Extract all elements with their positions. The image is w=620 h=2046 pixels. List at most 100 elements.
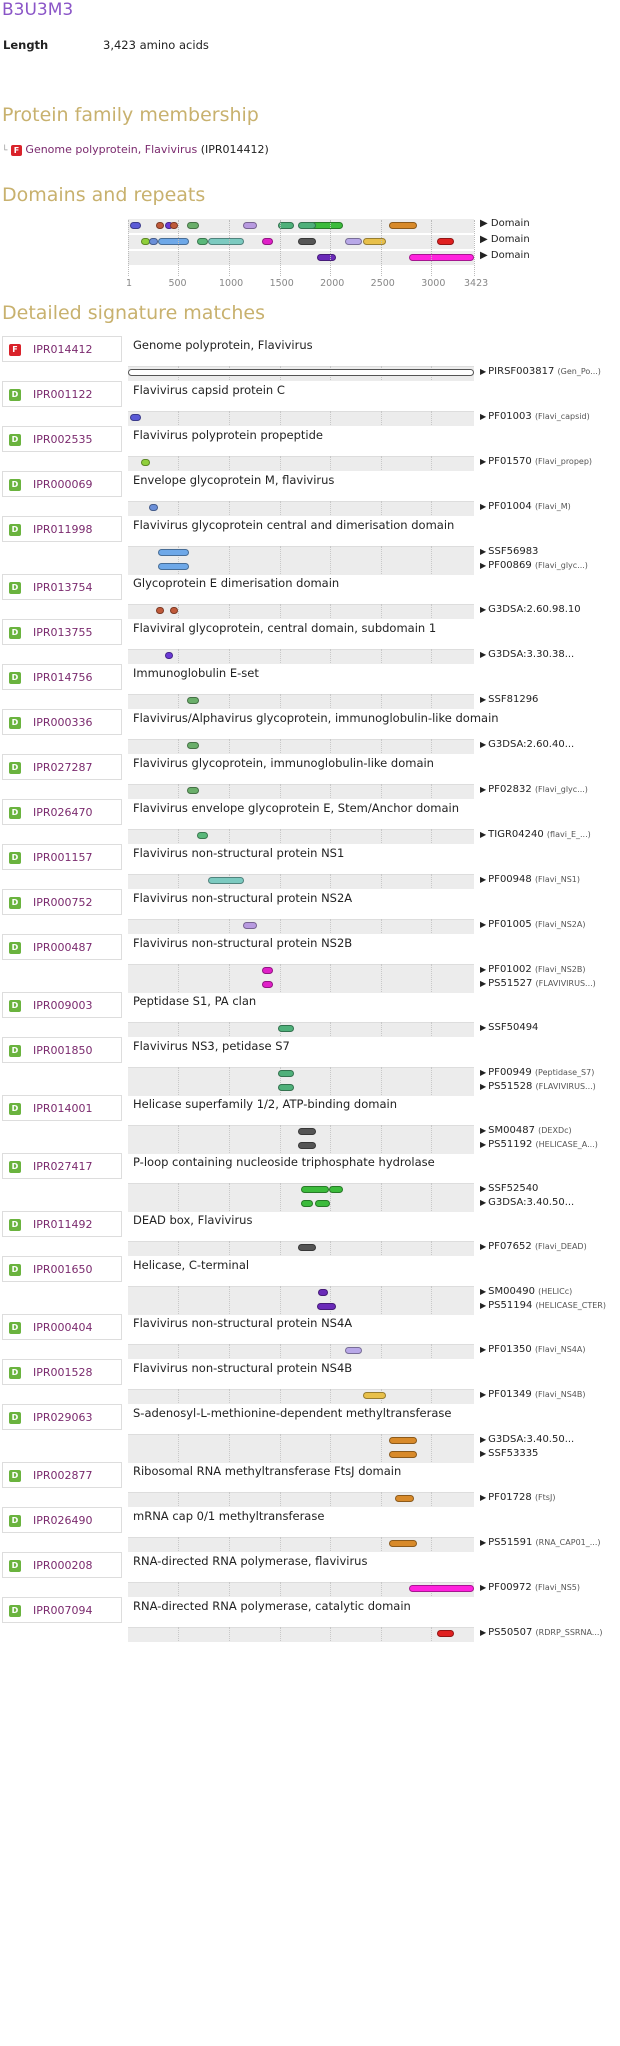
match-segment[interactable] [300, 1200, 313, 1207]
entry-id-link[interactable]: IPR011998 [33, 523, 93, 536]
match-segment[interactable] [408, 1585, 474, 1592]
match-segment[interactable] [157, 549, 189, 556]
entry-id-link[interactable]: IPR000404 [33, 1321, 93, 1334]
signature-accession[interactable]: G3DSA:3.30.38... [488, 649, 575, 660]
match-segment[interactable] [317, 1289, 329, 1296]
signature-label[interactable]: ▶PF00948 (Flavi_NS1) [480, 874, 580, 885]
overview-domain-segment[interactable] [408, 254, 474, 261]
entry-id-link[interactable]: IPR026490 [33, 1514, 93, 1527]
signature-label[interactable]: ▶TIGR04240 (flavi_E_...) [480, 829, 591, 840]
signature-label[interactable]: ▶SM00487 (DEXDc) [480, 1125, 572, 1136]
signature-accession[interactable]: SM00487 [488, 1125, 535, 1136]
signature-accession[interactable]: PF00869 [488, 560, 532, 571]
signature-accession[interactable]: PS50507 [488, 1627, 533, 1638]
overview-domain-segment[interactable] [186, 222, 199, 229]
overview-domain-segment[interactable] [388, 222, 418, 229]
signature-label[interactable]: ▶PS51591 (RNA_CAP01_...) [480, 1537, 601, 1548]
signature-label[interactable]: ▶PF01003 (Flavi_capsid) [480, 411, 590, 422]
match-segment[interactable] [394, 1495, 415, 1502]
overview-domain-segment[interactable] [149, 238, 159, 245]
match-segment[interactable] [164, 652, 174, 659]
entry-id-link[interactable]: IPR001850 [33, 1044, 93, 1057]
signature-label[interactable]: ▶PS51192 (HELICASE_A...) [480, 1139, 598, 1150]
signature-accession[interactable]: SM00490 [488, 1286, 535, 1297]
entry-id-link[interactable]: IPR000752 [33, 896, 93, 909]
match-segment[interactable] [262, 981, 274, 988]
signature-accession[interactable]: PF01004 [488, 501, 532, 512]
signature-accession[interactable]: PF00948 [488, 874, 532, 885]
match-segment[interactable] [186, 697, 199, 704]
signature-label[interactable]: ▶SM00490 (HELICc) [480, 1286, 572, 1297]
signature-label[interactable]: ▶G3DSA:2.60.98.10 [480, 604, 581, 615]
match-segment[interactable] [140, 459, 150, 466]
signature-accession[interactable]: PF01349 [488, 1389, 532, 1400]
overview-domain-segment[interactable] [363, 238, 386, 245]
entry-id-link[interactable]: IPR001528 [33, 1366, 93, 1379]
signature-accession[interactable]: PF00949 [488, 1067, 532, 1078]
entry-id-link[interactable]: IPR002877 [33, 1469, 93, 1482]
signature-label[interactable]: ▶SSF52540 [480, 1183, 538, 1194]
overview-domain-segment[interactable] [169, 222, 179, 229]
match-segment[interactable] [169, 607, 179, 614]
signature-label[interactable]: ▶PS51527 (FLAVIVIRUS...) [480, 978, 596, 989]
entry-id-link[interactable]: IPR026470 [33, 806, 93, 819]
signature-label[interactable]: ▶PF01349 (Flavi_NS4B) [480, 1389, 586, 1400]
match-segment[interactable] [277, 1025, 294, 1032]
signature-label[interactable]: ▶PF07652 (Flavi_DEAD) [480, 1241, 587, 1252]
entry-id-link[interactable]: IPR000487 [33, 941, 93, 954]
match-segment[interactable] [297, 1142, 316, 1149]
signature-accession[interactable]: PF01003 [488, 411, 532, 422]
signature-accession[interactable]: PS51194 [488, 1300, 533, 1311]
overview-domain-segment[interactable] [243, 222, 258, 229]
match-segment[interactable] [262, 967, 274, 974]
signature-label[interactable]: ▶SSF53335 [480, 1448, 538, 1459]
match-segment[interactable] [207, 877, 245, 884]
signature-accession[interactable]: G3DSA:3.40.50... [488, 1434, 575, 1445]
signature-accession[interactable]: PF01728 [488, 1492, 532, 1503]
entry-id-link[interactable]: IPR002535 [33, 433, 93, 446]
entry-id-link[interactable]: IPR014756 [33, 671, 93, 684]
signature-label[interactable]: ▶PS51194 (HELICASE_CTER) [480, 1300, 606, 1311]
match-segment[interactable] [149, 504, 159, 511]
signature-accession[interactable]: PF01002 [488, 964, 532, 975]
signature-accession[interactable]: PIRSF003817 [488, 366, 555, 377]
signature-label[interactable]: ▶PF01005 (Flavi_NS2A) [480, 919, 586, 930]
signature-label[interactable]: ▶PS50507 (RDRP_SSRNA...) [480, 1627, 603, 1638]
signature-accession[interactable]: G3DSA:3.40.50... [488, 1197, 575, 1208]
match-segment[interactable] [300, 1186, 330, 1193]
signature-accession[interactable]: SSF50494 [488, 1022, 539, 1033]
match-segment[interactable] [196, 832, 208, 839]
entry-id-link[interactable]: IPR001157 [33, 851, 93, 864]
signature-accession[interactable]: PF00972 [488, 1582, 532, 1593]
signature-accession[interactable]: G3DSA:2.60.98.10 [488, 604, 581, 615]
overview-domain-segment[interactable] [437, 238, 455, 245]
entry-id-link[interactable]: IPR029063 [33, 1411, 93, 1424]
match-segment[interactable] [297, 1244, 316, 1251]
signature-accession[interactable]: SSF52540 [488, 1183, 539, 1194]
match-segment[interactable] [157, 563, 189, 570]
overview-domain-segment[interactable] [156, 222, 165, 229]
signature-label[interactable]: ▶PF01728 (FtsJ) [480, 1492, 555, 1503]
signature-label[interactable]: ▶G3DSA:2.60.40... [480, 739, 574, 750]
entry-id-link[interactable]: IPR014001 [33, 1102, 93, 1115]
overview-domain-segment[interactable] [207, 238, 245, 245]
signature-label[interactable]: ▶SSF56983 [480, 546, 538, 557]
entry-id-link[interactable]: IPR001122 [33, 388, 93, 401]
match-segment[interactable] [363, 1392, 386, 1399]
entry-id-link[interactable]: IPR009003 [33, 999, 93, 1012]
match-segment[interactable] [329, 1186, 344, 1193]
signature-accession[interactable]: PF01570 [488, 456, 532, 467]
entry-id-link[interactable]: IPR007094 [33, 1604, 93, 1617]
signature-label[interactable]: ▶G3DSA:3.40.50... [480, 1197, 574, 1208]
signature-accession[interactable]: PF01005 [488, 919, 532, 930]
entry-id-link[interactable]: IPR013755 [33, 626, 93, 639]
signature-label[interactable]: ▶PF00869 (Flavi_glyc...) [480, 560, 588, 571]
overview-domain-segment[interactable] [262, 238, 274, 245]
signature-label[interactable]: ▶SSF81296 [480, 694, 538, 705]
signature-label[interactable]: ▶G3DSA:3.40.50... [480, 1434, 574, 1445]
match-segment[interactable] [437, 1630, 455, 1637]
match-segment[interactable] [345, 1347, 363, 1354]
signature-accession[interactable]: SSF81296 [488, 694, 539, 705]
overview-domain-segment[interactable] [277, 222, 294, 229]
signature-label[interactable]: ▶PF01570 (Flavi_propep) [480, 456, 592, 467]
